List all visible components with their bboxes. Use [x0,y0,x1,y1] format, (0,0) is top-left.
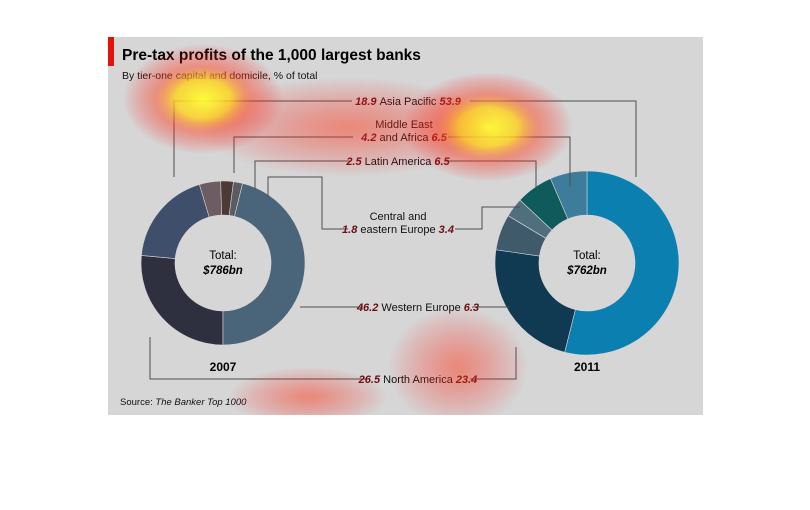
donut-hole-2011 [539,215,635,311]
annotation-value-2011: 6.5 [432,132,448,144]
annotation-value-2007: 4.2 [360,132,379,144]
center-total-value: $786bn [202,265,243,277]
annotation-value-2007: 18.9 [355,96,379,108]
annotation-label: 46.2 Western Europe 6.3 [356,302,479,314]
connector-line [233,136,353,173]
chart-figure: Pre-tax profits of the 1,000 largest ban… [108,37,703,415]
connector-line [446,160,537,189]
annotation-label-line1: Middle East [375,119,432,131]
source-label: Source: [120,397,156,408]
year-label: 2007 [210,360,237,374]
annotation-label: 2.5 Latin America 6.5 [345,156,450,168]
connector-line [254,160,350,189]
connector-line [267,176,348,230]
center-total-label: Total: [573,250,601,262]
year-label: 2011 [574,360,600,374]
connector-line [455,206,520,230]
source-note: Source: The Banker Top 1000 [120,397,246,408]
annotation-value-2011: 23.4 [455,374,477,386]
annotation-label: 4.2 and Africa 6.5 [360,132,448,144]
annotation-value-2011: 3.4 [439,224,454,236]
annotation-value-2007: 46.2 [356,302,381,314]
annotation-label-line1: Central and [370,211,427,223]
chart-svg: Total: $786bn 2007 Total: $762bn 2011 18.9 Asi… [140,96,680,386]
annotation-value-2011: 6.3 [464,302,479,314]
annotation-value-2011: 6.5 [434,156,450,168]
annotation-region: North America [383,374,456,386]
annotation-region: Western Europe [381,302,463,314]
accent-bar [108,37,114,66]
annotation-value-2007: 26.5 [358,374,383,386]
connector-line [173,100,352,177]
source-name: The Banker Top 1000 [155,397,247,408]
center-total-value: $762bn [566,265,607,277]
annotation-value-2007: 2.5 [345,156,364,168]
annotation-label: 1.8 eastern Europe 3.4 [342,224,454,236]
annotation-region: Latin America [365,156,435,168]
annotation-region: Asia Pacific [380,96,440,108]
annotation-region: eastern Europe [360,224,438,236]
donut-hole-2007 [175,215,271,311]
center-total-label: Total: [209,250,237,262]
annotation-label: 26.5 North America 23.4 [358,374,478,386]
annotation-label: 18.9 Asia Pacific 53.9 [355,96,462,108]
annotation-value-2007: 1.8 [342,224,360,236]
connector-line [470,100,637,177]
connector-line [149,337,366,380]
annotation-value-2011: 53.9 [439,96,461,108]
annotation-region: and Africa [380,132,432,144]
